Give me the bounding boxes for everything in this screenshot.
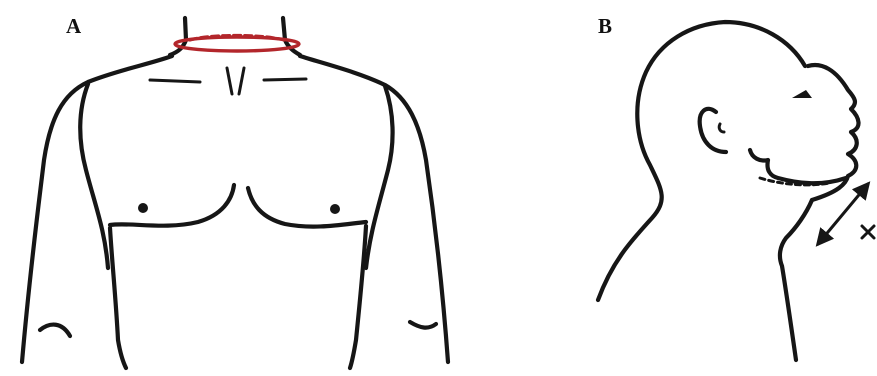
neck-front-outline (780, 200, 812, 360)
right-forearm-fold (410, 322, 436, 328)
head-back-outline (598, 22, 805, 300)
collar-marker (175, 36, 299, 52)
left-pectoral-line (110, 185, 234, 226)
eye-icon (792, 90, 812, 98)
measurement-x-mark (862, 226, 874, 238)
right-nipple-dot-icon (330, 204, 340, 214)
left-forearm-fold (40, 325, 70, 336)
right-collarbone-line (264, 79, 306, 80)
panel-b-drawing (598, 22, 874, 360)
ear-inner-mark (719, 124, 724, 132)
left-flank-line (110, 228, 126, 368)
left-nipple-dot-icon (138, 203, 148, 213)
right-flank-line (350, 226, 366, 368)
neck-left-outline (170, 18, 186, 55)
panel-a-drawing (22, 18, 448, 368)
right-pectoral-line (248, 188, 366, 227)
sternal-notch-left (227, 68, 232, 94)
left-inner-arm-line (80, 84, 108, 268)
sternal-notch-right (239, 68, 244, 94)
right-inner-arm-line (366, 86, 393, 268)
left-collarbone-line (150, 80, 200, 82)
right-shoulder-arm-outline (300, 56, 448, 362)
